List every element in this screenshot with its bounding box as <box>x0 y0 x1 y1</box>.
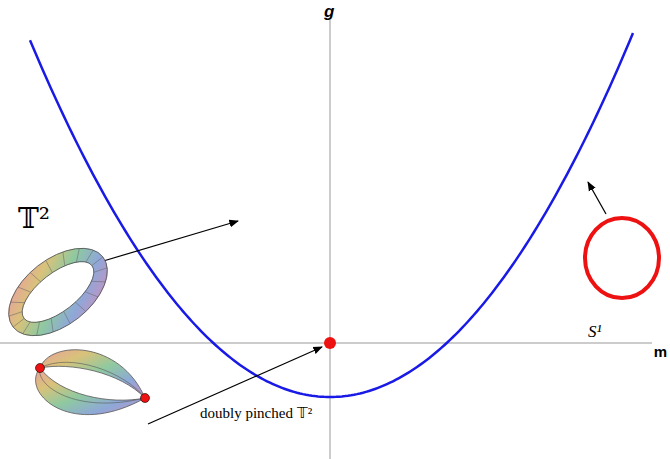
circle-label: S¹ <box>588 322 602 342</box>
origin-dot <box>324 337 336 349</box>
circle-s1 <box>585 218 659 298</box>
pinched-torus-picture <box>36 350 150 415</box>
leader-arrow <box>100 221 238 262</box>
leader-arrow <box>588 182 606 214</box>
critical-curve <box>30 33 633 397</box>
axis-label: m <box>654 343 667 360</box>
leader-arrow <box>148 347 322 424</box>
point-label: doubly pinched 𝕋² <box>200 404 312 422</box>
axis-label: g <box>324 2 334 22</box>
torus-label: 𝕋² <box>18 202 50 235</box>
g-axis <box>330 20 331 459</box>
torus-picture <box>0 231 123 353</box>
